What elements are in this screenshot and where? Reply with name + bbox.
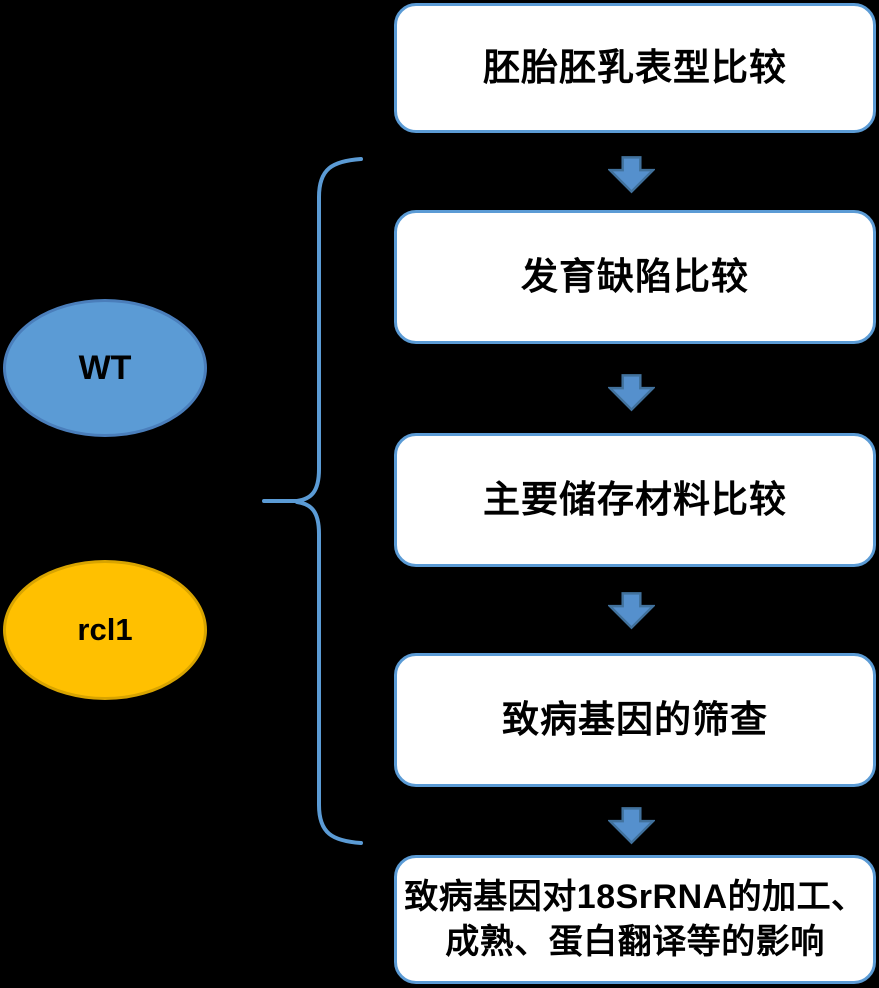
down-arrow-3-icon	[608, 592, 655, 630]
flow-step-4: 致病基因的筛查	[394, 653, 876, 787]
flow-step-5-label: 致病基因对18SrRNA的加工、 成熟、蛋白翻译等的影响	[404, 878, 866, 961]
rcl1-ellipse: rcl1	[3, 560, 207, 700]
down-arrow-1-icon	[608, 156, 655, 194]
down-arrow-2-icon	[608, 374, 655, 412]
flow-step-1-label: 胚胎胚乳表型比较	[483, 46, 787, 88]
brace-path	[262, 157, 363, 845]
rcl1-ellipse-label: rcl1	[77, 612, 133, 647]
flow-step-2: 发育缺陷比较	[394, 210, 876, 344]
flow-step-1: 胚胎胚乳表型比较	[394, 3, 876, 133]
down-arrow-4-icon	[608, 807, 655, 845]
flow-step-3-label: 主要储存材料比较	[483, 478, 787, 520]
wt-ellipse-label: WT	[78, 348, 132, 387]
flow-step-4-label: 致病基因的筛查	[502, 698, 768, 740]
wt-ellipse: WT	[3, 299, 207, 437]
flow-step-2-label: 发育缺陷比较	[521, 255, 749, 297]
flow-step-5: 致病基因对18SrRNA的加工、 成熟、蛋白翻译等的影响	[394, 855, 876, 984]
flow-step-3: 主要储存材料比较	[394, 433, 876, 567]
